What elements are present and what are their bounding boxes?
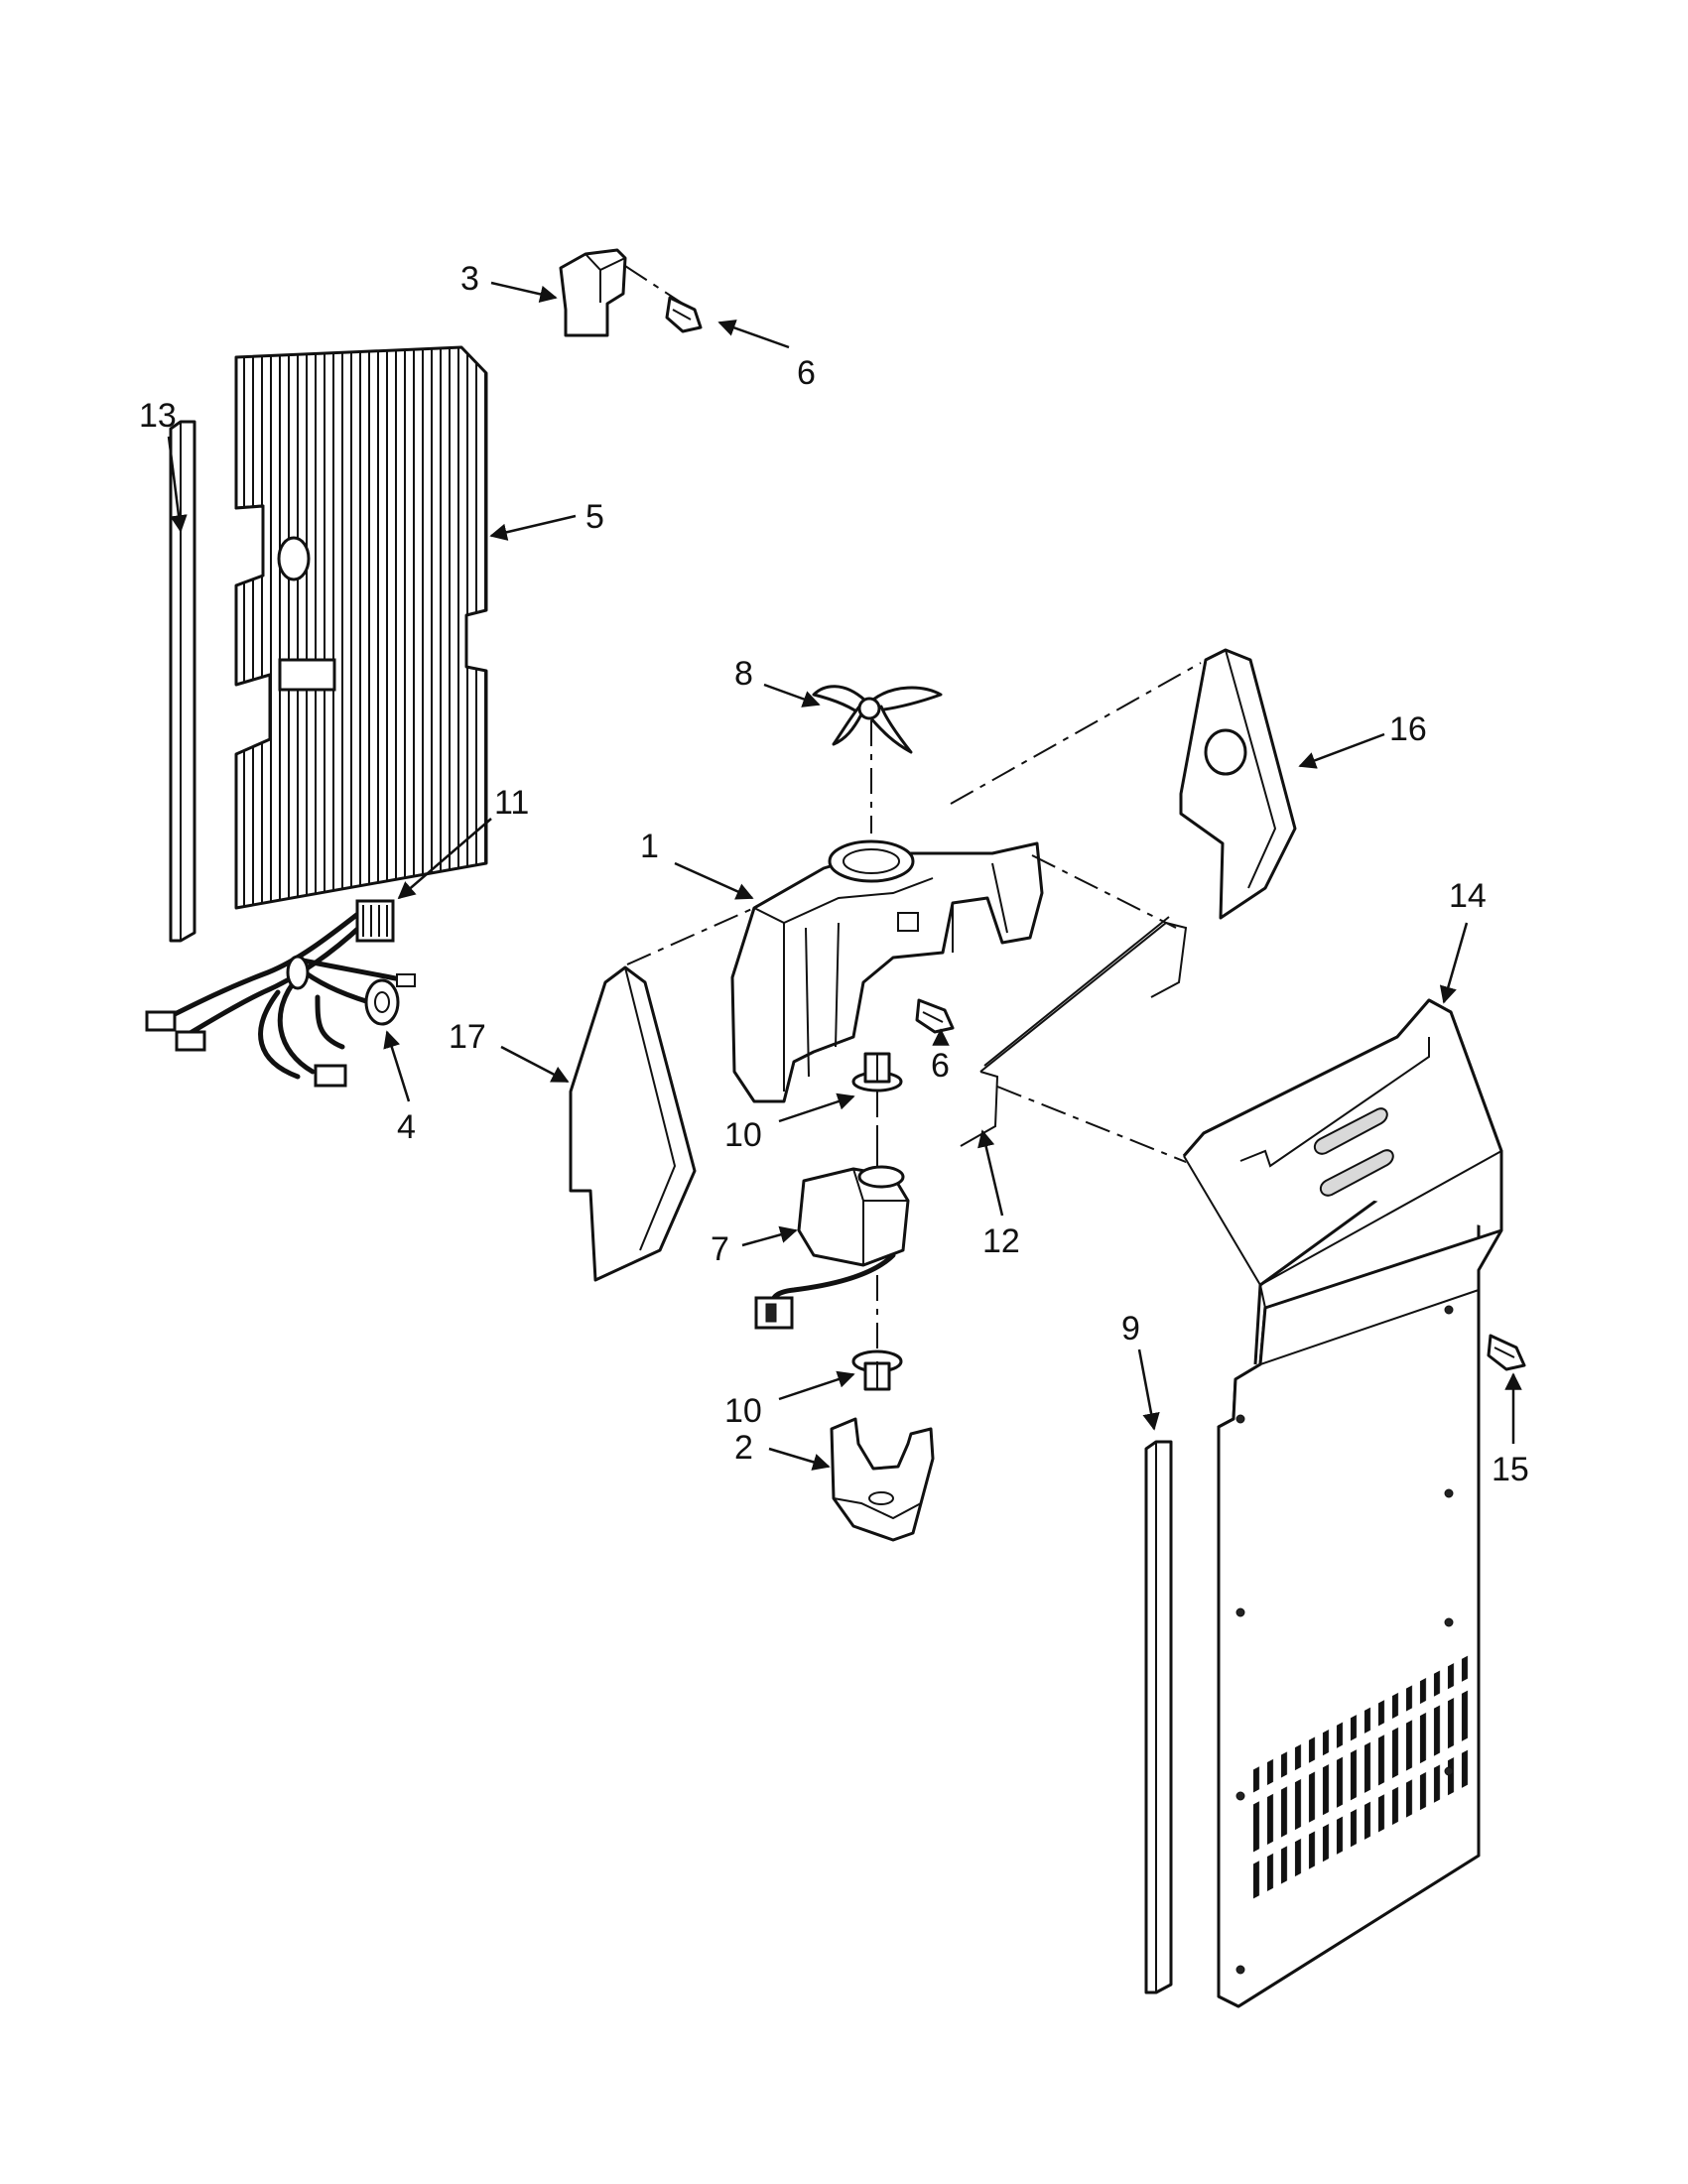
callout-16: 16 <box>1389 710 1427 748</box>
leader-14 <box>1439 922 1469 1004</box>
part-4-grommet <box>364 978 400 1026</box>
assembly-line <box>950 662 1202 805</box>
callout-10-upper: 10 <box>724 1116 762 1154</box>
leader-3 <box>490 281 558 303</box>
callout-labels: 3 6 13 5 8 16 11 1 14 17 4 6 10 12 7 9 1… <box>139 260 1529 1488</box>
callout-4: 4 <box>397 1108 416 1146</box>
leader-16 <box>1298 732 1385 769</box>
part-14-duct-cover <box>1182 998 1503 2008</box>
assembly-line <box>626 907 755 965</box>
leader-10-upper <box>778 1092 855 1123</box>
leader-9 <box>1137 1349 1160 1431</box>
callout-6-middle: 6 <box>931 1047 950 1085</box>
callout-10-lower: 10 <box>724 1392 762 1430</box>
leader-5 <box>489 514 577 541</box>
callout-8: 8 <box>734 655 753 693</box>
leader-4 <box>383 1030 411 1102</box>
callout-5: 5 <box>585 498 604 536</box>
leader-6-top <box>717 320 790 349</box>
callout-3: 3 <box>460 260 479 298</box>
part-6-screw-middle <box>915 998 955 1034</box>
leader-13 <box>167 436 188 533</box>
part-17-left-baffle <box>569 965 697 1282</box>
leader-8 <box>763 683 821 707</box>
part-13-strip <box>169 420 196 943</box>
part-8-fan-blade <box>812 685 943 754</box>
callout-17: 17 <box>449 1018 486 1056</box>
part-5-ribbed-cover <box>234 345 488 910</box>
callout-6-top: 6 <box>797 354 816 392</box>
callout-13: 13 <box>139 397 177 435</box>
part-1-fan-housing <box>730 839 1044 1103</box>
part-2-motor-bracket <box>830 1417 935 1542</box>
callout-14: 14 <box>1449 877 1487 915</box>
callout-12: 12 <box>982 1222 1020 1260</box>
leader-1 <box>674 861 754 900</box>
assembly-line <box>996 1086 1197 1167</box>
part-10-bushing-lower <box>851 1349 903 1391</box>
callout-11: 11 <box>494 784 529 822</box>
leader-11 <box>397 818 492 900</box>
assembly-line <box>1031 854 1177 929</box>
callout-9: 9 <box>1121 1310 1140 1348</box>
leader-2 <box>768 1447 831 1471</box>
part-15-screw <box>1487 1334 1526 1371</box>
part-9-strip <box>1144 1440 1173 1994</box>
leader-7 <box>741 1225 798 1247</box>
part-16-right-baffle <box>1179 648 1297 920</box>
leader-12 <box>977 1129 1004 1217</box>
assembly-line <box>624 265 684 305</box>
leader-lines <box>167 281 1522 1471</box>
callout-7: 7 <box>711 1230 729 1268</box>
part-3-cover <box>559 248 627 337</box>
callout-2: 2 <box>734 1429 753 1467</box>
leader-10-lower <box>778 1370 855 1401</box>
leader-17 <box>500 1045 570 1084</box>
part-11-wire-harness <box>145 899 416 1088</box>
part-10-bushing-upper <box>851 1052 903 1092</box>
part-12-wire-clip <box>960 916 1188 1147</box>
part-7-fan-motor <box>754 1131 910 1330</box>
callout-1: 1 <box>640 828 659 865</box>
part-6-screw-top <box>665 296 703 333</box>
callout-15: 15 <box>1492 1451 1529 1488</box>
